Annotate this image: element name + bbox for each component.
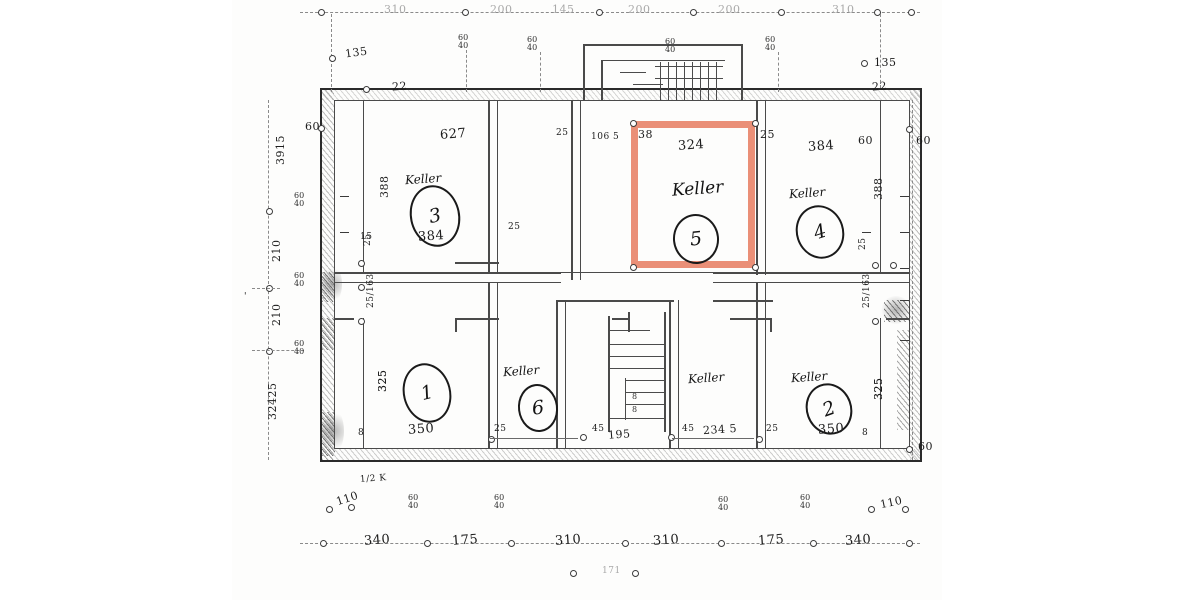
scan-smudge-1 (880, 296, 912, 324)
right-inner-25: 25 (858, 237, 868, 250)
window-notation-bottom-2: 60 40 (718, 496, 728, 512)
scan-smudge-2 (322, 408, 344, 454)
bottom-dim-4: 310 (652, 532, 680, 549)
left-corner-60: 60 (305, 120, 320, 133)
right-corner-60-edge: 60 (916, 134, 931, 147)
room-6-name: Keller (502, 362, 540, 380)
interior-25-c: 25 (494, 424, 507, 434)
bottom-dim-1: 340 (363, 532, 391, 549)
window-b4-bottom: 40 (408, 501, 419, 510)
bottom-left-half-k: 1/2 K (359, 473, 387, 485)
window-notation-bottom-3: 60 40 (800, 494, 810, 510)
window-l3-top: 60 (294, 339, 305, 348)
window-notation-bottom-1: 60 40 (494, 494, 504, 510)
window-b3-top: 60 (800, 493, 811, 502)
window-b3-bottom: 40 (800, 501, 811, 510)
right-8-mark: 8 (862, 428, 869, 438)
interior-25-b: 25 (556, 128, 569, 138)
window-top-value-4: 60 (765, 35, 776, 44)
window-top-value: 60 (458, 33, 469, 42)
window-notation-top-4: 60 40 (765, 36, 775, 52)
right-corner-60-bottom: 60 (918, 440, 933, 453)
bottom-dim-5: 175 (757, 532, 785, 549)
room-4-dim-top: 384 (807, 138, 835, 155)
interior-25-d: 25 (766, 424, 779, 434)
window-notation-top-3: 60 40 (665, 38, 675, 54)
highlighted-room-5-outline[interactable] (631, 121, 755, 268)
window-l3-bottom: 40 (294, 347, 305, 356)
right-corner-60-top: 60 (858, 134, 873, 147)
bottom-faint-dim: 171 (602, 566, 621, 576)
top-dim-4: 200 (628, 3, 651, 16)
window-bottom-value-3: 40 (665, 45, 676, 54)
room-4-name: Keller (788, 184, 826, 202)
window-l2-top: 60 (294, 271, 305, 280)
window-bottom-value: 40 (458, 41, 469, 50)
room-5-tag-right: 25 (760, 128, 775, 141)
room-5-name: Keller (671, 177, 725, 201)
top-dim-6: 310 (832, 3, 855, 16)
right-inner-325: 325 (872, 377, 885, 401)
top-dim-2: 200 (490, 3, 513, 16)
window-notation-left-3: 60 40 (294, 340, 304, 356)
bottom-dim-6: 340 (844, 532, 872, 549)
room-3-dim-top: 627 (439, 126, 467, 143)
window-l1-top: 60 (294, 191, 305, 200)
interior-45-right: 45 (682, 424, 695, 434)
left-inner-325: 325 (376, 369, 389, 393)
left-dim-4: 32425 (266, 382, 279, 421)
bottom-dim-3: 310 (554, 532, 582, 549)
window-b2-top: 60 (718, 495, 729, 504)
left-dim-2: 210 (270, 239, 283, 263)
stair-width-dim: 195 (607, 427, 631, 442)
room-1-dim-bottom: 350 (407, 421, 435, 438)
window-notation-top-2: 60 40 (527, 36, 537, 52)
corridor-dim: 234 5 (702, 421, 738, 438)
interior-45-left: 45 (592, 424, 605, 434)
window-notation-top-1: 60 40 (458, 34, 468, 50)
left-8-mark: 8 (358, 428, 365, 438)
top-dim-1: 310 (384, 3, 407, 16)
corridor-name: Keller (687, 369, 725, 387)
interior-1065: 106 5 (591, 132, 620, 142)
interior-15: 15 (360, 232, 373, 242)
window-l1-bottom: 40 (294, 199, 305, 208)
window-b2-bottom: 40 (718, 503, 729, 512)
window-top-value-3: 60 (665, 37, 676, 46)
right-inner-388: 388 (872, 177, 885, 201)
window-notation-left-1: 60 40 (294, 192, 304, 208)
left-tick-mark: ' (244, 292, 247, 302)
right-inner-25-163: 25/163 (862, 273, 872, 308)
top-right-135: 135 (874, 56, 897, 69)
window-b1-bottom: 40 (494, 501, 505, 510)
room-5-dim-top: 324 (677, 137, 705, 154)
window-top-value-2: 60 (527, 35, 538, 44)
left-inner-25-163: 25/163 (366, 273, 376, 308)
left-dim-3: 210 (270, 303, 283, 327)
left-dim-1: 3915 (274, 135, 287, 165)
top-dim-5: 200 (718, 3, 741, 16)
window-bottom-value-4: 40 (765, 43, 776, 52)
window-bottom-value-2: 40 (527, 43, 538, 52)
room-2-dim-bottom: 350 (817, 421, 845, 438)
scan-smudge-3 (322, 264, 342, 304)
room-5-tag-left: 38 (638, 128, 653, 141)
bottom-dim-2: 175 (451, 532, 479, 549)
left-inner-388: 388 (378, 175, 391, 199)
window-l2-bottom: 40 (294, 279, 305, 288)
room-3-dim-bottom: 384 (417, 228, 445, 245)
window-b4-top: 60 (408, 493, 419, 502)
window-b1-top: 60 (494, 493, 505, 502)
window-notation-left-2: 60 40 (294, 272, 304, 288)
interior-25-a: 25 (508, 222, 521, 232)
top-left-22: 22 (391, 79, 408, 94)
window-notation-bottom-4: 60 40 (408, 494, 418, 510)
top-dim-3: 145 (552, 3, 575, 16)
